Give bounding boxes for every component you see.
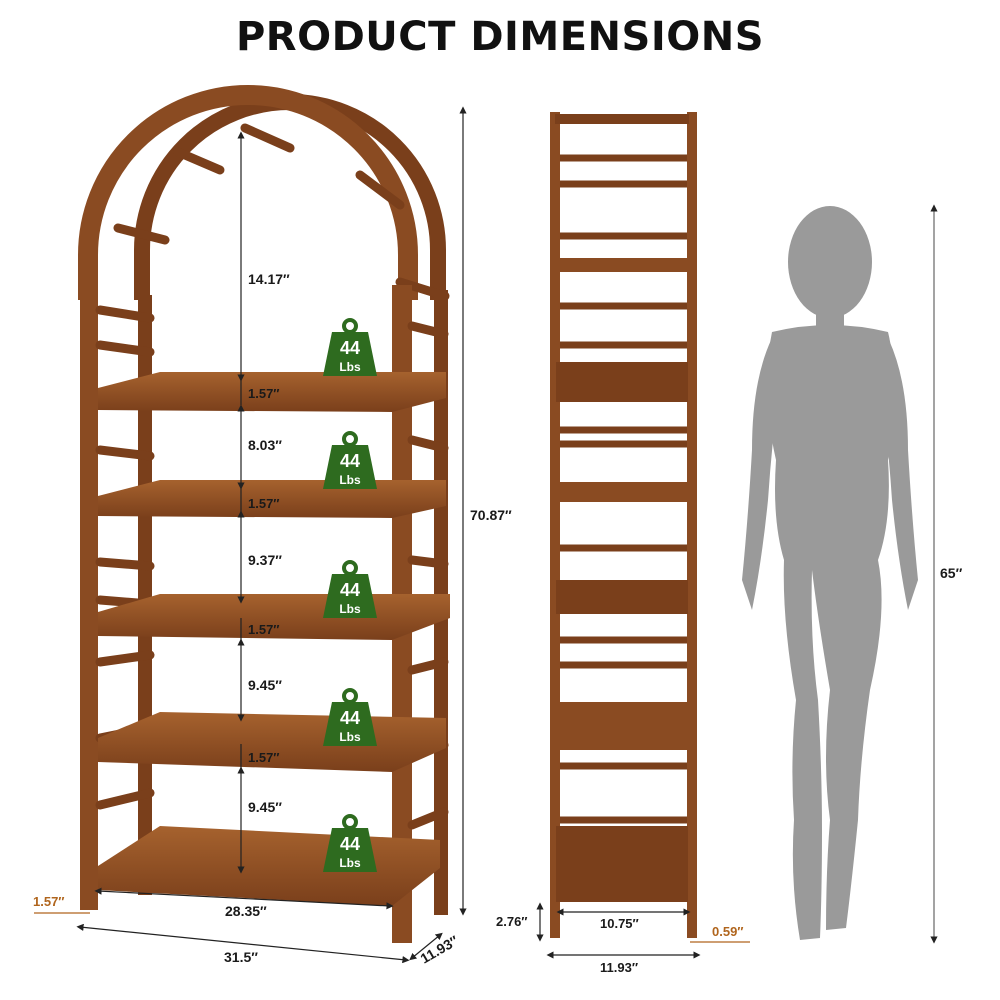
inner-width-label: 28.35″	[225, 903, 267, 919]
side-post-left	[550, 112, 560, 938]
gap-label-3: 9.37″	[248, 552, 282, 568]
post-thickness-label: 0.59″	[712, 924, 744, 939]
side-labels: 2.76″ 10.75″ 0.59″ 11.93″	[496, 914, 744, 975]
total-height-label: 70.87″	[470, 507, 512, 523]
load-badge-icon: 44 Lbs	[323, 688, 377, 746]
side-view-shelf	[550, 112, 697, 938]
shelf-thickness-1: 1.57″	[248, 386, 280, 401]
gap-label-2: 8.03″	[248, 437, 282, 453]
svg-text:44: 44	[340, 580, 360, 600]
shelf-thickness-3: 1.57″	[248, 622, 280, 637]
svg-text:Lbs: Lbs	[339, 473, 361, 487]
side-post-right	[687, 112, 697, 938]
inner-depth-label: 10.75″	[600, 916, 639, 931]
svg-text:Lbs: Lbs	[339, 730, 361, 744]
svg-text:Lbs: Lbs	[339, 602, 361, 616]
shelf-2	[98, 480, 446, 518]
total-depth-label: 11.93″	[600, 960, 638, 975]
svg-text:44: 44	[340, 451, 360, 471]
shelf-thickness-2: 1.57″	[248, 496, 280, 511]
load-badge-icon: 44 Lbs	[323, 431, 377, 489]
front-post-left	[80, 295, 98, 910]
load-badge-icon: 44 Lbs	[323, 318, 377, 376]
woman-silhouette-icon	[742, 206, 918, 940]
side-shelves	[555, 258, 689, 902]
load-badge-icon: 44 Lbs	[323, 560, 377, 618]
load-badges: 44 Lbs 44 Lbs 44 Lbs 44 Lbs 44 Lbs	[323, 318, 377, 872]
gap-label-5: 9.45″	[248, 799, 282, 815]
foot-height-label: 2.76″	[496, 914, 528, 929]
page-title: PRODUCT DIMENSIONS	[235, 14, 765, 60]
svg-text:44: 44	[340, 834, 360, 854]
side-rungs-right	[407, 321, 449, 830]
shelf-1	[98, 372, 446, 412]
gap-label-4: 9.45″	[248, 677, 282, 693]
front-view-shelf	[78, 85, 450, 943]
base-height-label: 1.57″	[33, 894, 65, 909]
silhouette-height-label: 65″	[940, 565, 963, 581]
side-rungs	[560, 154, 687, 824]
front-arch	[78, 85, 418, 300]
svg-text:44: 44	[340, 338, 360, 358]
side-top-cap	[555, 114, 689, 124]
side-dimension-lines	[536, 902, 750, 959]
outer-width-label: 31.5″	[224, 949, 258, 965]
front-dimension-lines	[34, 106, 467, 964]
shelf-thickness-4: 1.57″	[248, 750, 280, 765]
load-badge-icon: 44 Lbs	[323, 814, 377, 872]
svg-text:Lbs: Lbs	[339, 856, 361, 870]
svg-text:Lbs: Lbs	[339, 360, 361, 374]
svg-text:44: 44	[340, 708, 360, 728]
depth-label: 11.93″	[418, 932, 462, 966]
gap-label-1: 14.17″	[248, 271, 290, 287]
